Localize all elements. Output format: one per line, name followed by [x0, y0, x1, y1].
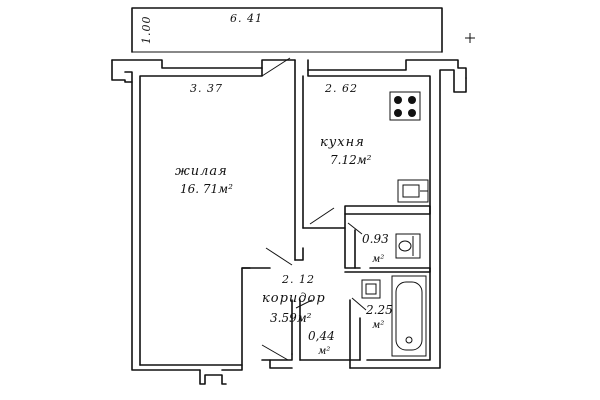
outer-walls: [111, 59, 467, 385]
toilet-door-swing: [347, 222, 363, 235]
bathroom-sink-icon: [361, 279, 381, 299]
toilet-area-value: 0.93: [362, 232, 389, 246]
stove-icon: [389, 91, 421, 121]
corridor-area: 3.59м²: [270, 311, 312, 325]
dimension-labels: 6. 41 1.00 3. 37 2. 62 2. 12: [140, 12, 358, 286]
corridor-width-dimension: 2. 12: [281, 273, 315, 286]
balcony-depth-dimension: 1.00: [140, 16, 153, 45]
toilet-area-unit: м²: [372, 254, 384, 265]
living-room-area: 16. 71м²: [180, 182, 233, 196]
kitchen-area: 7.12м²: [330, 153, 372, 167]
living-door-swing: [261, 57, 291, 77]
living-room-name: жилая: [175, 164, 228, 179]
doors: [261, 57, 367, 361]
bath-door-swing: [351, 297, 367, 311]
window-markers: [465, 33, 475, 43]
interior-walls: [241, 59, 431, 369]
closet-door-swing: [295, 299, 313, 309]
room-labels: жилая 16. 71м² кухня 7.12м² коридор 3.59…: [175, 135, 393, 357]
corridor-door-swing: [265, 247, 293, 266]
kitchen-name: кухня: [320, 135, 365, 150]
balcony-length-dimension: 6. 41: [230, 12, 263, 25]
closet-area-value: 0,44: [308, 329, 335, 343]
kitchen-sink-icon: [397, 179, 429, 203]
bathroom-area-unit: м²: [372, 320, 384, 331]
bathtub-icon: [391, 275, 427, 357]
kitchen-width-dimension: 2. 62: [324, 82, 358, 95]
living-width-dimension: 3. 37: [190, 82, 223, 95]
entry-door-swing: [261, 344, 289, 361]
kitchen-door-swing: [309, 207, 335, 225]
closet-area-unit: м²: [318, 346, 330, 357]
balcony: [131, 7, 443, 53]
bathroom-area-value: 2.25: [365, 303, 393, 317]
corridor-name: коридор: [262, 291, 326, 306]
toilet-icon: [395, 233, 421, 259]
